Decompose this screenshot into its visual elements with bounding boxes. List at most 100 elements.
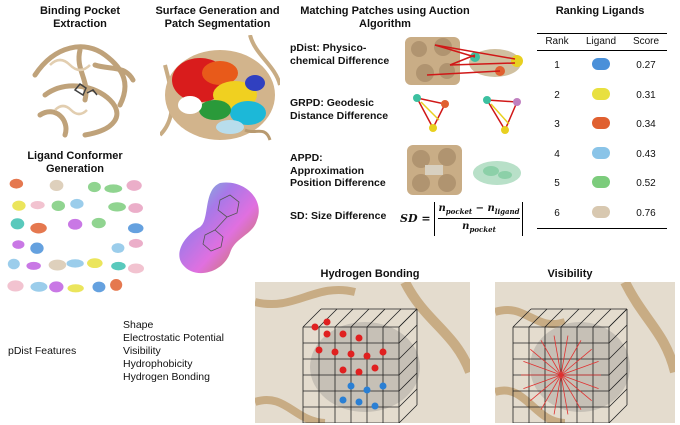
conformer-blob <box>87 258 103 269</box>
rank-value: 3 <box>554 119 560 131</box>
protein-ribbon-image <box>32 44 136 138</box>
score-value: 0.27 <box>636 60 656 72</box>
visibility-ray <box>530 374 562 402</box>
rank-value: 5 <box>554 178 560 190</box>
conformer-blob <box>66 259 84 268</box>
conformer-blob <box>87 181 101 193</box>
sd-formula-numerator: npocket − nligand <box>438 203 520 216</box>
visibility-title: Visibility <box>547 268 593 280</box>
conformer-blob <box>49 281 64 293</box>
pdist-features-label: pDist Features <box>8 345 77 357</box>
appd-metric-label: APPD: Approximation Position Difference <box>290 152 386 189</box>
pdist-matching-image <box>405 37 523 85</box>
ligand-thumbnail <box>577 140 625 170</box>
visibility-ray <box>560 340 582 376</box>
conformer-blob <box>111 261 126 271</box>
conformer-blob <box>67 284 84 293</box>
conformer-blob <box>51 200 66 212</box>
conformer-blob <box>10 218 25 230</box>
conformer-blob <box>128 203 143 213</box>
ligand-surface-image <box>179 182 259 274</box>
conformer-blob <box>12 200 26 211</box>
ligand-thumbnail <box>577 51 625 81</box>
hbond-red-dot <box>323 318 331 326</box>
pdist-features-list: Shape Electrostatic Potential Visibility… <box>123 319 224 384</box>
conformer-blob <box>48 259 67 271</box>
conformer-blob <box>70 198 84 209</box>
ligand-header: Ligand <box>577 33 625 51</box>
sd-metric-label: SD: Size Difference <box>290 210 387 222</box>
ligand-thumbnail <box>577 110 625 140</box>
visibility-ray <box>560 374 569 415</box>
pocket-extraction-title: Binding Pocket Extraction <box>39 5 121 30</box>
visibility-ray <box>560 374 599 390</box>
hbond-blue-dot <box>347 382 355 390</box>
sd-formula-lhs: SD = <box>400 212 431 225</box>
conformer-blob <box>128 238 143 248</box>
ranking-ligands-title: Ranking Ligands <box>555 5 645 17</box>
score-header: Score <box>625 33 667 51</box>
score-value: 0.43 <box>636 148 656 160</box>
hbond-blue-dot <box>371 402 379 410</box>
conformer-blob <box>91 217 106 229</box>
feature-hydrogen-bonding: Hydrogen Bonding <box>123 371 210 383</box>
conformer-blob <box>12 240 25 249</box>
hbond-red-dot <box>363 352 371 360</box>
hydrogen-bonding-image <box>255 282 470 423</box>
visibility-image <box>495 282 675 423</box>
visibility-ray <box>553 335 562 376</box>
conformer-blob <box>127 263 145 274</box>
conformer-blob <box>7 258 20 270</box>
visibility-ray <box>560 360 599 376</box>
surface-segmentation-image <box>160 35 280 145</box>
conformer-blob <box>30 281 48 292</box>
hbond-red-dot <box>339 330 347 338</box>
conformer-blob <box>92 281 106 293</box>
hbond-red-dot <box>331 348 339 356</box>
sd-formula: SD = npocket − nligand npocket <box>400 200 530 240</box>
grpd-metric-label: GRPD: Geodesic Distance Difference <box>290 97 389 122</box>
sd-formula-denominator: npocket <box>462 221 496 234</box>
hydrogen-bonding-title: Hydrogen Bonding <box>320 268 420 280</box>
visibility-ray <box>560 348 592 376</box>
conformer-blob <box>30 242 44 254</box>
ligand-thumbnail <box>577 169 625 199</box>
conformer-generation-title: Ligand Conformer Generation <box>27 150 123 175</box>
conformer-blob <box>111 243 125 254</box>
score-value: 0.52 <box>636 178 656 190</box>
conformer-blob <box>26 261 41 270</box>
pdist-metric-label: pDist: Physico-chemical Difference <box>290 42 390 67</box>
rank-header: Rank <box>537 33 577 51</box>
hbond-blue-dot <box>355 398 363 406</box>
rank-value: 4 <box>554 148 560 160</box>
conformer-blob <box>49 179 64 192</box>
score-value: 0.31 <box>636 89 656 101</box>
conformer-blob <box>104 184 123 193</box>
visibility-ray <box>540 340 562 376</box>
conformer-blob <box>126 180 142 191</box>
rank-value: 6 <box>537 198 577 229</box>
conformer-blob <box>110 278 123 291</box>
conformer-blob <box>30 200 45 210</box>
hbond-red-dot <box>355 368 363 376</box>
hbond-red-dot <box>355 334 363 342</box>
hbond-blue-dot <box>339 396 347 404</box>
ligand-thumbnail <box>577 198 625 229</box>
conformer-blob <box>9 178 24 189</box>
feature-shape: Shape <box>123 319 154 331</box>
hbond-red-dot <box>347 350 355 358</box>
rank-value: 2 <box>554 89 560 101</box>
rank-value: 1 <box>554 60 560 72</box>
visibility-ray <box>523 360 562 376</box>
score-value: 0.76 <box>625 198 667 229</box>
hbond-red-dot <box>371 364 379 372</box>
hbond-red-dot <box>379 348 387 356</box>
conformer-blob <box>30 222 47 234</box>
conformer-blob <box>67 218 83 230</box>
hbond-blue-dot <box>363 386 371 394</box>
